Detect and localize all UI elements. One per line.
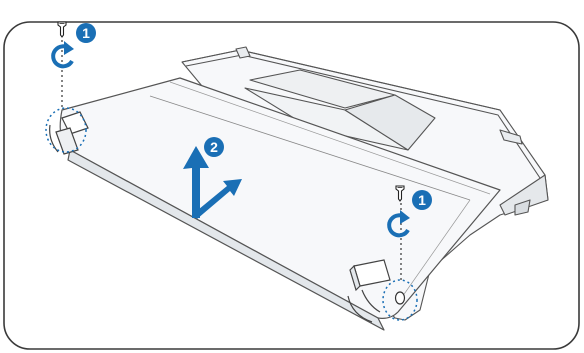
step-badge-right: 1 <box>412 190 432 210</box>
step-number: 2 <box>210 139 218 155</box>
step-badge-left: 1 <box>76 23 96 43</box>
step-number: 1 <box>418 192 426 208</box>
step-number: 1 <box>82 25 90 41</box>
screw-hole-right <box>396 292 405 304</box>
step-badge-center: 2 <box>204 137 224 157</box>
